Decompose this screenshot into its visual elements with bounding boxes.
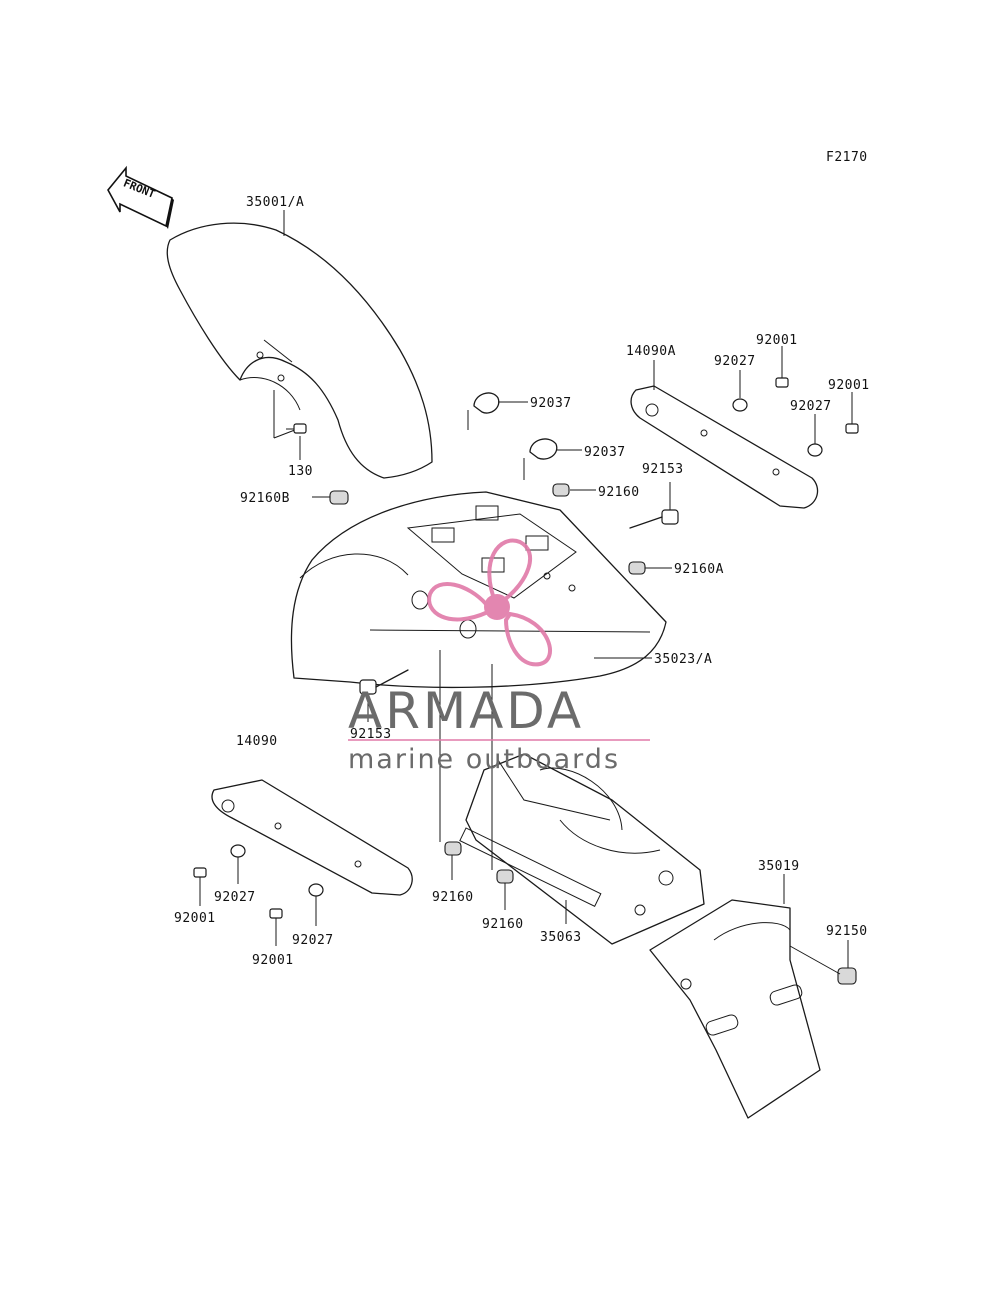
- grommet-92160-top: [552, 483, 570, 497]
- label-92160-lower-right: 92160: [482, 917, 524, 932]
- label-92001-b: 92001: [828, 378, 870, 393]
- label-92160-lower-left: 92160: [432, 890, 474, 905]
- bolt-92001-b: [845, 423, 859, 434]
- grommet-92160a: [628, 561, 646, 575]
- label-92160a: 92160A: [674, 562, 724, 577]
- label-92001-a: 92001: [756, 333, 798, 348]
- clamp-92037-lower: [523, 438, 558, 480]
- label-35023a: 35023/A: [654, 652, 712, 667]
- chain-guard-14090a: [630, 385, 819, 509]
- bolt-92153-right: [629, 509, 679, 529]
- rear-bracket: [459, 753, 705, 945]
- label-92037-upper: 92037: [530, 396, 572, 411]
- label-35001a: 35001/A: [246, 195, 304, 210]
- figure-code: F2170: [826, 150, 868, 165]
- grommet-92160-lower-left: [444, 841, 462, 856]
- label-92027-d: 92027: [292, 933, 334, 948]
- watermark-title: ARMADA: [348, 682, 584, 740]
- armada-watermark: ARMADA marine outboards: [348, 538, 650, 775]
- label-92153-left: 92153: [350, 727, 392, 742]
- washer-92027-c: [230, 844, 246, 858]
- label-130: 130: [288, 464, 313, 479]
- washer-92027-b: [807, 443, 823, 457]
- bolt-92001-a: [775, 377, 789, 388]
- propeller-logo-icon: [427, 538, 552, 667]
- label-14090: 14090: [236, 734, 278, 749]
- license-plate-flap: [649, 899, 821, 1119]
- label-92027-c: 92027: [214, 890, 256, 905]
- label-92027-b: 92027: [790, 399, 832, 414]
- leader-lines: [199, 210, 853, 975]
- bolt-130: [286, 423, 307, 434]
- label-92037-lower: 92037: [584, 445, 626, 460]
- label-92160b: 92160B: [240, 491, 290, 506]
- grommet-92160b: [329, 490, 349, 505]
- label-35063: 35063: [540, 930, 582, 945]
- label-92153-right: 92153: [642, 462, 684, 477]
- grommet-92160-lower-right: [496, 869, 514, 884]
- label-14090a: 14090A: [626, 344, 676, 359]
- part-labels: 35001/A 130 92160B 92037 92037 92160 921…: [174, 195, 870, 968]
- watermark-subtitle: marine outboards: [348, 744, 620, 775]
- rear-fender: [290, 491, 667, 689]
- washer-92027-a: [732, 398, 748, 412]
- bolt-92001-c: [193, 867, 207, 878]
- nut-92150: [837, 967, 857, 985]
- label-35019: 35019: [758, 859, 800, 874]
- bolt-92001-d: [269, 908, 283, 919]
- front-fender: [166, 222, 433, 479]
- washer-92027-d: [308, 883, 324, 897]
- clamp-92037-upper: [467, 392, 500, 430]
- chain-guard-14090: [211, 779, 413, 896]
- label-92160-upper: 92160: [598, 485, 640, 500]
- label-92001-d: 92001: [252, 953, 294, 968]
- label-92001-c: 92001: [174, 911, 216, 926]
- label-92150: 92150: [826, 924, 868, 939]
- label-92027-a: 92027: [714, 354, 756, 369]
- front-arrow-icon: FRONT: [107, 165, 174, 229]
